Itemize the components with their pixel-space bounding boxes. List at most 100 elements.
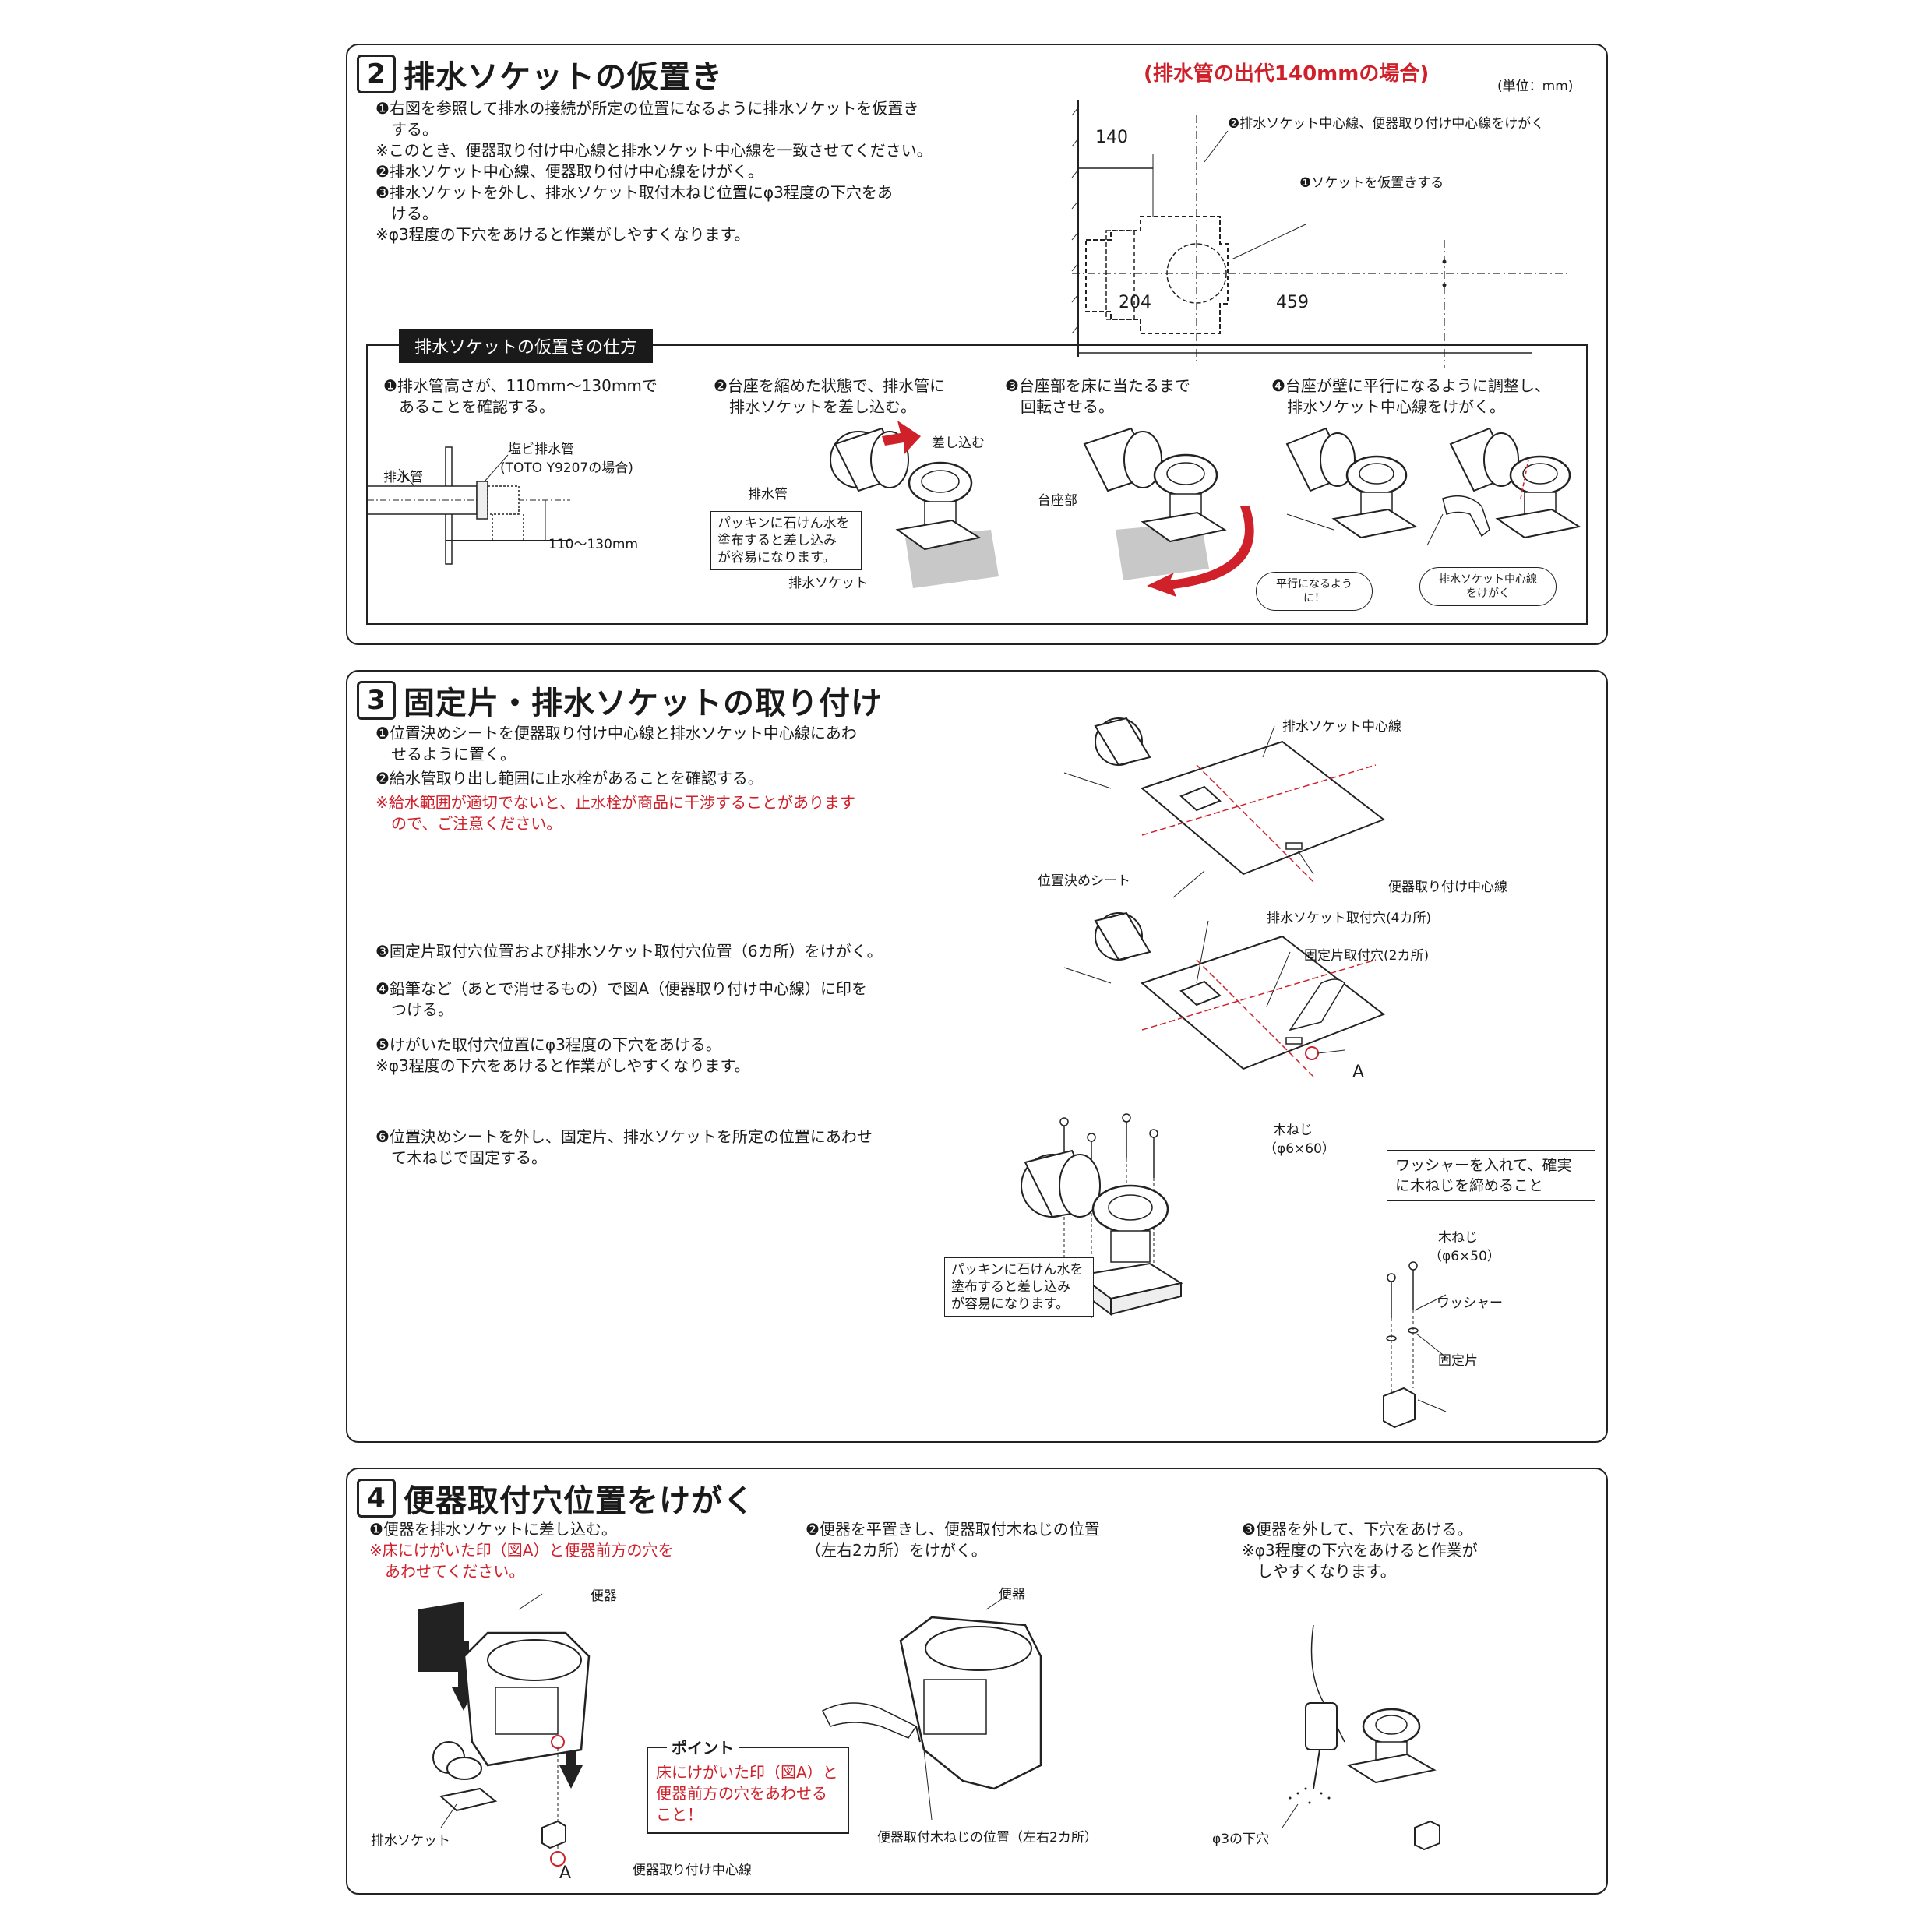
label-pilot-hole: φ3の下穴 [1212, 1832, 1270, 1847]
callout-line: ワッシャーを入れて、確実 [1395, 1157, 1572, 1174]
socket-align-illustration [1285, 427, 1581, 546]
callout-line: 塗布すると差し込み [717, 533, 837, 548]
label-wood-screw-2: 木ねじ [1438, 1230, 1478, 1246]
subsection-box: 排水ソケットの仮置きの仕方 ❶排水管高さが、110mm～130mmで あることを… [366, 329, 1588, 625]
label-washer: ワッシャー [1437, 1296, 1503, 1311]
sub-step-3-line: ❸台座部を床に当たるまで [1005, 376, 1190, 395]
callout-line: が容易になります。 [717, 550, 836, 566]
sub-step-1-line: あることを確認する。 [383, 397, 555, 416]
callout-line: が容易になります。 [951, 1296, 1070, 1312]
s3-step-line: ❶位置決めシートを便器取り付け中心線と排水ソケット中心線にあわ [375, 724, 857, 742]
sub-step-4-line: ❹台座が壁に平行になるように調整し、 [1271, 376, 1550, 395]
callout-washer-note: ワッシャーを入れて、確実 に木ねじを締めること [1387, 1150, 1595, 1201]
s3-step-line: ❷給水管取り出し範囲に止水栓があることを確認する。 [375, 769, 763, 788]
label-screw-60: （φ6×60） [1264, 1141, 1335, 1157]
pipe-height-illustration [367, 446, 570, 565]
dim-459: 459 [1276, 293, 1309, 312]
dim-204: 204 [1119, 293, 1151, 312]
sub-step-1-line: ❶排水管高さが、110mm～130mmで [383, 376, 658, 395]
label-wood-screw: 木ねじ [1273, 1123, 1313, 1138]
label-place-socket: ❶ソケットを仮置きする [1299, 175, 1444, 191]
s4-step1-red: ※床にけがいた印（図A）と便器前方の穴を [369, 1541, 674, 1560]
sub-step-3: ❸台座部を床に当たるまで 回転させる。 [1005, 375, 1190, 418]
s4-step3-line: ❸便器を外して、下穴をあける。 [1242, 1520, 1473, 1539]
toilet-flat-diagram [821, 1593, 1042, 1821]
label-pvc-pipe: 塩ビ排水管 [508, 442, 574, 457]
marking-holes-diagram [1063, 911, 1386, 1077]
section-2-steps: ❶右図を参照して排水の接続が所定の位置になるように排水ソケットを仮置き する。 … [375, 98, 968, 245]
section-3-steps-a: ❶位置決めシートを便器取り付け中心線と排水ソケット中心線にあわ せるように置く。… [375, 723, 968, 834]
s2-step-line: ける。 [375, 204, 438, 223]
section-2-red-title: (排水管の出代140mmの場合) [1144, 62, 1430, 86]
point-text-line: 便器前方の穴をあわせる [656, 1784, 827, 1803]
section-4-panel: 4 便器取付穴位置をけがく ❶便器を排水ソケットに差し込む。 ※床にけがいた印（… [346, 1468, 1608, 1895]
sub-step-1: ❶排水管高さが、110mm～130mmで あることを確認する。 [383, 375, 658, 418]
bubble-parallel: 平行になるように！ [1256, 572, 1373, 611]
socket-insert-illustration [830, 421, 999, 588]
bubble-line: 排水ソケット中心線 [1439, 573, 1537, 586]
section-4-step-1: ❶便器を排水ソケットに差し込む。 ※床にけがいた印（図A）と便器前方の穴を あわ… [369, 1519, 673, 1582]
s2-step-line: する。 [375, 120, 438, 139]
section-3-step-4: ❹鉛筆など（あとで消せるもの）で図A（便器取り付け中心線）に印を つける。 [375, 978, 867, 1021]
socket-rotate-illustration [1083, 427, 1254, 597]
section-3-step-5: ❺けがいた取付穴位置にφ3程度の下穴をあける。 ※φ3程度の下穴をあけると作業が… [375, 1035, 749, 1077]
label-base: 台座部 [1038, 493, 1077, 509]
section-2-unit: (単位：mm) [1497, 79, 1574, 94]
label-drain-socket-4: 排水ソケット [371, 1833, 450, 1849]
section-3-title: 固定片・排水ソケットの取り付け [404, 686, 883, 721]
s4-step2-line: （左右2カ所）をけがく。 [806, 1541, 987, 1560]
sub-step-4-line: 排水ソケット中心線をけがく。 [1271, 397, 1505, 416]
point-box: ポイント 床にけがいた印（図A）と 便器前方の穴をあわせる こと！ [647, 1736, 849, 1834]
dim-140: 140 [1095, 128, 1128, 147]
sub-step-2-line: ❷台座を縮めた状態で、排水管に [714, 376, 946, 395]
callout-line: パッキンに石けん水を [717, 516, 850, 531]
s2-step-line: ❶右図を参照して排水の接続が所定の位置になるように排水ソケットを仮置き [375, 99, 919, 118]
section-3-heading: 3 固定片・排水ソケットの取り付け [357, 678, 883, 723]
label-mark-a-4: A [559, 1863, 572, 1883]
label-screw-50: （φ6×50） [1429, 1249, 1500, 1264]
section-2-panel: 2 排水ソケットの仮置き ❶右図を参照して排水の接続が所定の位置になるように排水… [346, 44, 1608, 645]
label-pipe-height: 110～130mm [548, 537, 639, 552]
label-toilet: 便器 [591, 1588, 617, 1604]
callout-line: 塗布すると差し込み [951, 1279, 1070, 1295]
s2-step-line: ❷排水ソケット中心線、便器取り付け中心線をけがく。 [375, 162, 763, 181]
s3-step6-line: て木ねじで固定する。 [375, 1148, 547, 1167]
s4-step1-red: あわせてください。 [369, 1562, 525, 1581]
positioning-sheet-diagram [1063, 717, 1386, 898]
section-4-heading: 4 便器取付穴位置をけがく [357, 1475, 755, 1521]
section-4-title: 便器取付穴位置をけがく [404, 1483, 755, 1519]
callout-soap-tip: パッキンに石けん水を 塗布すると差し込み が容易になります。 [710, 511, 862, 570]
s3-red-note: ので、ご注意ください。 [375, 814, 562, 833]
s3-step-line: せるように置く。 [375, 745, 516, 763]
section-3-step-3: ❸固定片取付穴位置および排水ソケット取付穴位置（6カ所）をけがく。 [375, 942, 883, 961]
section-4-step-3: ❸便器を外して、下穴をあける。 ※φ3程度の下穴をあけると作業が しやすくなりま… [1242, 1519, 1478, 1582]
label-fix-piece: 固定片 [1438, 1353, 1478, 1369]
s4-step2-line: ❷便器を平置きし、便器取付木ねじの位置 [806, 1520, 1100, 1539]
sub-step-2-line: 排水ソケットを差し込む。 [714, 397, 916, 416]
socket-plan-diagram [1071, 100, 1571, 368]
s4-step1-line: ❶便器を排水ソケットに差し込む。 [369, 1520, 617, 1539]
section-4-number: 4 [357, 1479, 396, 1518]
callout-line: に木ねじを締めること [1395, 1177, 1544, 1194]
section-2-heading: 2 排水ソケットの仮置き [357, 51, 723, 97]
label-centerlines: ❷排水ソケット中心線、便器取り付け中心線をけがく [1228, 116, 1545, 132]
section-2-number: 2 [357, 55, 396, 93]
s3-step4-line: つける。 [375, 1000, 453, 1019]
label-screw-position: 便器取付木ねじの位置（左右2カ所） [877, 1830, 1098, 1846]
label-drain-pipe: 排水管 [383, 470, 423, 485]
s3-step4-line: ❹鉛筆など（あとで消せるもの）で図A（便器取り付け中心線）に印を [375, 979, 868, 998]
section-3-panel: 3 固定片・排水ソケットの取り付け ❶位置決めシートを便器取り付け中心線と排水ソ… [346, 670, 1608, 1443]
callout-line: パッキンに石けん水を [951, 1262, 1084, 1278]
label-center-line-4: 便器取り付け中心線 [633, 1863, 752, 1878]
section-3-step-6: ❻位置決めシートを外し、固定片、排水ソケットを所定の位置にあわせ て木ねじで固定… [375, 1126, 873, 1169]
subsection-title: 排水ソケットの仮置きの仕方 [399, 329, 654, 363]
s3-step6-line: ❻位置決めシートを外し、固定片、排水ソケットを所定の位置にあわせ [375, 1127, 873, 1146]
label-toilet-2: 便器 [999, 1587, 1025, 1602]
label-fix-holes: 固定片取付穴(2カ所) [1304, 948, 1430, 964]
label-insert: 差し込む [932, 435, 985, 451]
s3-red-note: ※給水範囲が適切でないと、止水栓が商品に干渉することがあります [375, 793, 855, 812]
section-4-step-2: ❷便器を平置きし、便器取付木ねじの位置 （左右2カ所）をけがく。 [806, 1519, 1100, 1561]
label-socket-centerline: 排水ソケット中心線 [1282, 719, 1401, 735]
point-text-line: こと！ [656, 1805, 703, 1824]
label-toto: (TOTO Y9207の場合) [500, 460, 633, 476]
